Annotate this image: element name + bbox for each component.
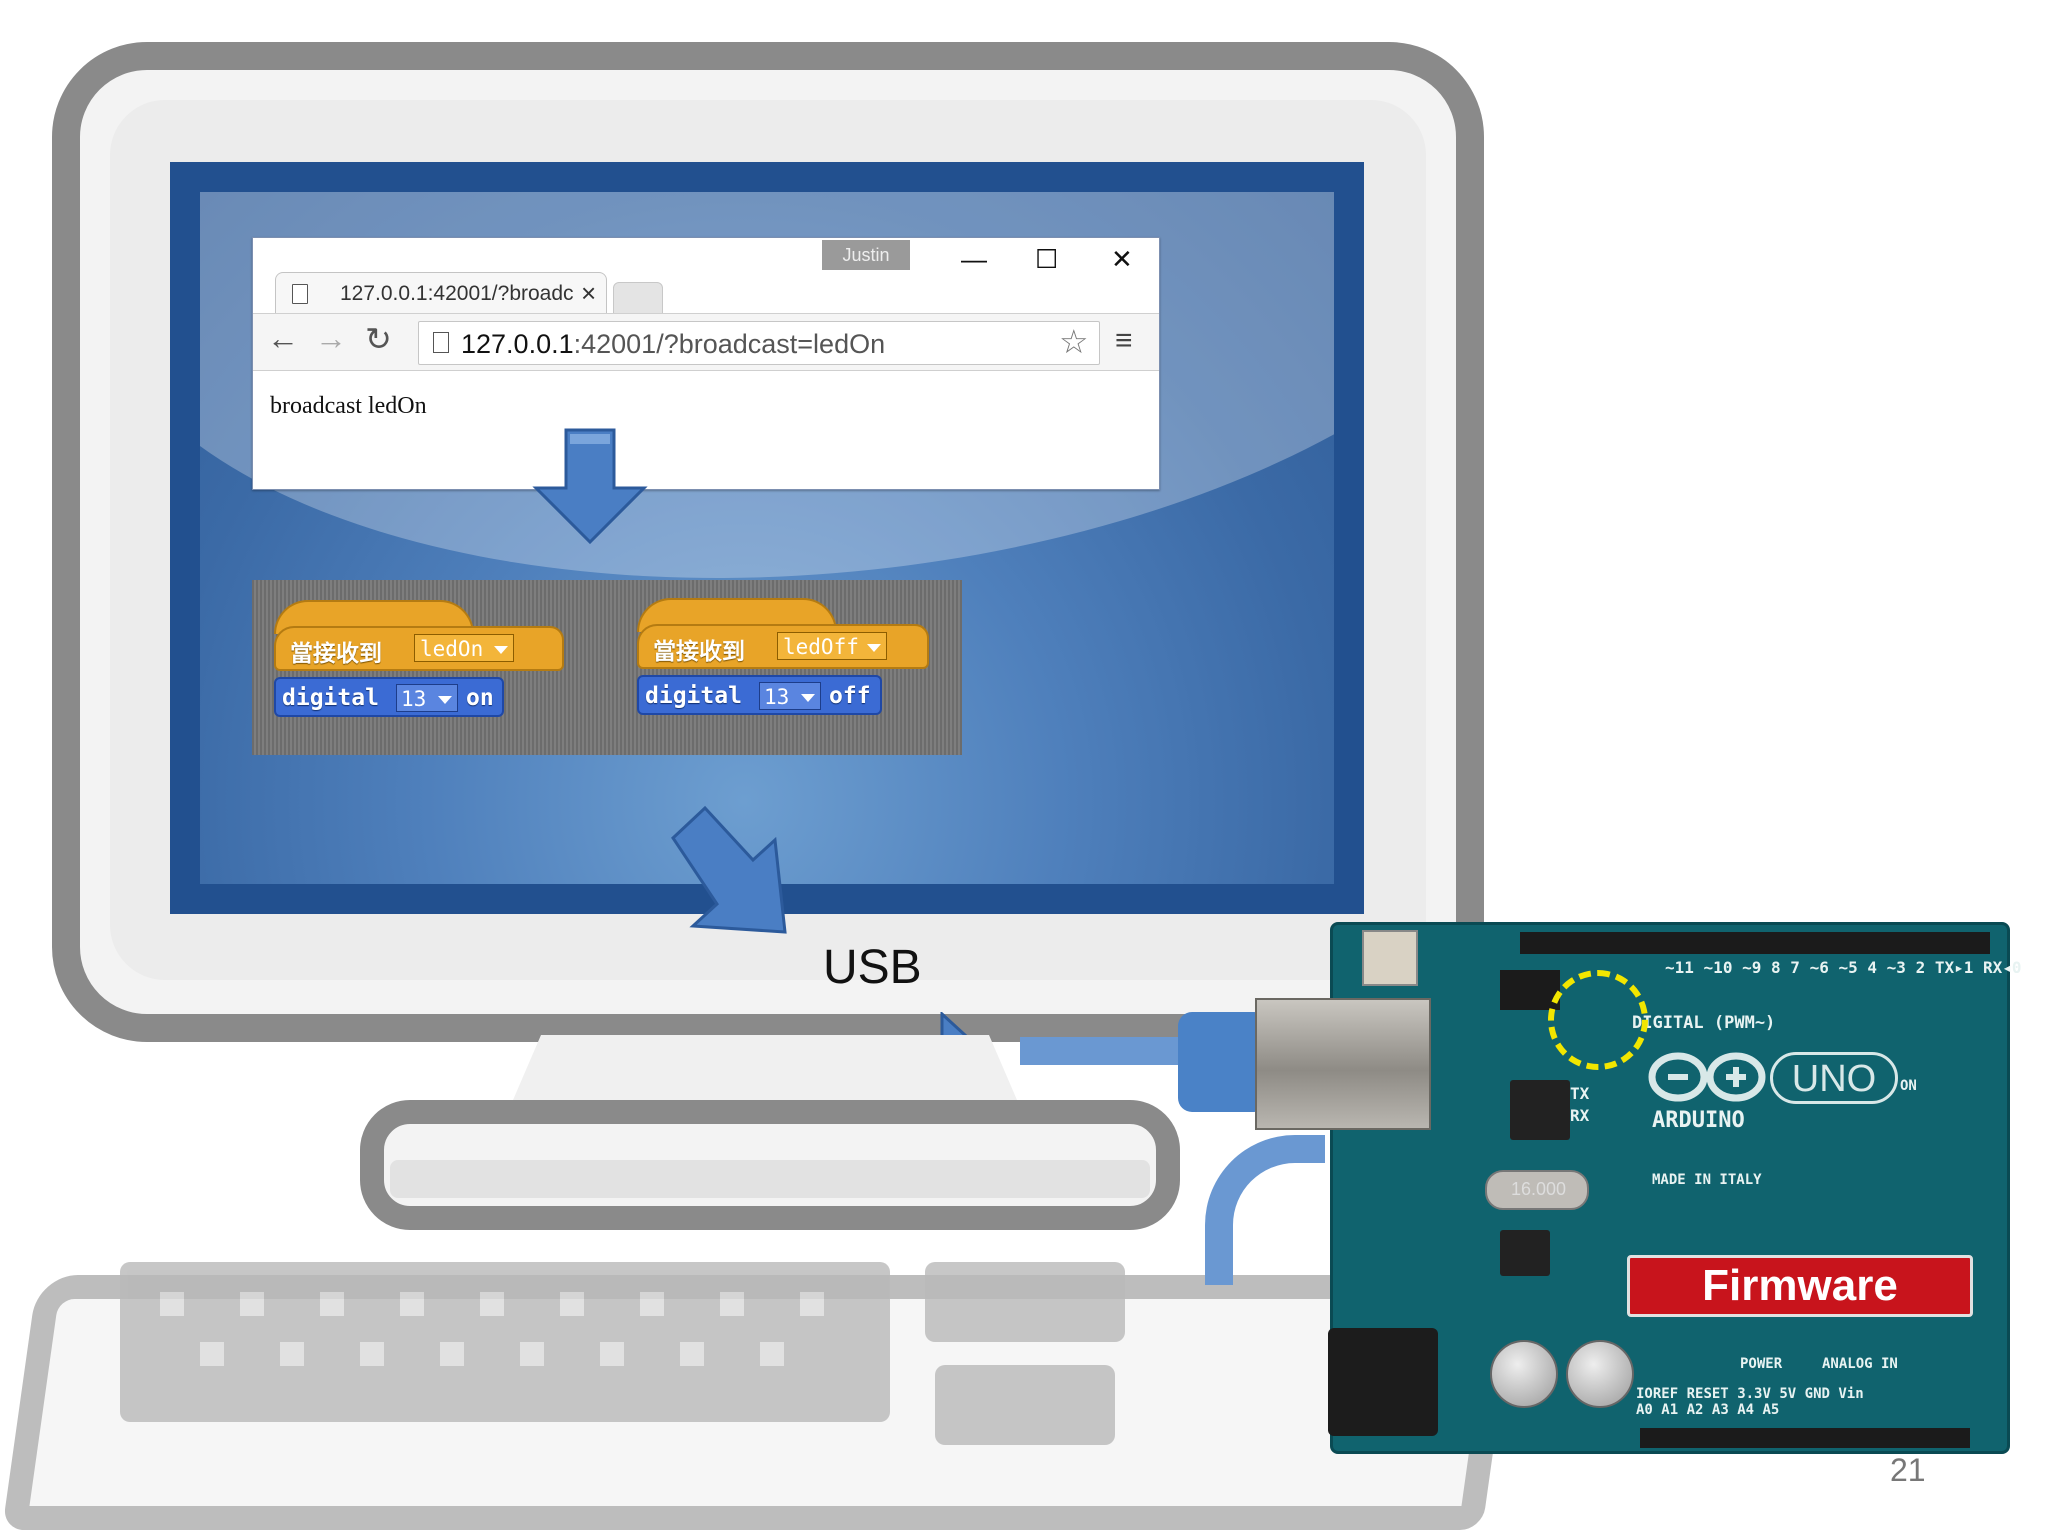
capacitor-icon [1490,1340,1558,1408]
reset-button [1362,930,1418,986]
top-pin-labels: ~11 ~10 ~9 8 7 ~6 ~5 4 ~3 2 TX▸1 RX◂0 [1665,958,2022,977]
when-receive-block[interactable]: 當接收到 ledOn [274,626,564,671]
usb-chip [1510,1080,1570,1140]
minimize-icon[interactable]: — [961,244,987,274]
browser-titlebar: 127.0.0.1:42001/?broadc × Justin — ☐ ✕ [253,238,1159,316]
power-jack [1328,1328,1438,1436]
regulator-chip [1500,1230,1550,1276]
uno-badge: UNO [1770,1052,1898,1104]
tab-title: 127.0.0.1:42001/?broadc [340,282,574,305]
message-dropdown[interactable]: ledOn [414,634,514,662]
monitor-base-strip [390,1160,1150,1198]
back-arrow-icon[interactable]: ← [267,320,299,356]
page-icon [433,332,449,353]
chevron-down-icon [867,644,881,652]
crystal-oscillator: 16.000 [1485,1170,1589,1210]
profile-badge[interactable]: Justin [822,240,910,270]
page-number: 21 [1890,1452,1926,1488]
browser-tab[interactable]: 127.0.0.1:42001/?broadc × [275,272,607,315]
usb-cable [1020,1037,1185,1065]
power-label: POWER [1740,1356,1783,1372]
browser-toolbar: ← → ↻ 127.0.0.1:42001/?broadcast=ledOn ☆… [253,313,1159,371]
down-arrow-icon [532,428,648,545]
state-label: off [829,683,871,709]
page-content: broadcast ledOn [270,393,427,419]
maximize-icon[interactable]: ☐ [1035,244,1059,274]
arduino-board [1330,922,2010,1454]
chevron-down-icon [801,694,815,702]
scratch-script-area: 當接收到 ledOn digital 13 on 當接收到 ledOff dig… [252,580,962,755]
rx-label: RX [1570,1106,1590,1125]
bottom-pin-labels: IOREF RESET 3.3V 5V GND Vin A0 A1 A2 A3 … [1636,1386,1864,1418]
address-text: 127.0.0.1:42001/?broadcast=ledOn [461,329,886,359]
on-led-label: ON [1900,1078,1917,1094]
reload-icon[interactable]: ↻ [365,321,392,357]
chevron-down-icon [438,696,452,704]
usb-plug [1178,1012,1268,1112]
bookmark-star-icon[interactable]: ☆ [1059,323,1089,360]
when-receive-label: 當接收到 [653,639,745,665]
digital-command-block[interactable]: digital 13 off [637,675,882,715]
message-dropdown[interactable]: ledOff [777,632,887,660]
browser-window: 127.0.0.1:42001/?broadc × Justin — ☐ ✕ ←… [252,237,1160,490]
digital-pwm-label: DIGITAL (PWM~) [1632,1013,1776,1033]
analog-header [1640,1428,1970,1448]
usb-label: USB [823,941,922,994]
tab-close-icon[interactable]: × [581,278,597,308]
address-bar[interactable]: 127.0.0.1:42001/?broadcast=ledOn ☆ [418,321,1100,365]
command-label: digital [282,685,379,711]
usb-cable-loop [1205,1135,1325,1285]
chevron-down-icon [494,646,508,654]
keyboard-main-keys [120,1262,890,1422]
when-receive-label: 當接收到 [290,641,382,667]
diagonal-arrow-icon [671,805,787,934]
made-in-label: MADE IN ITALY [1652,1172,1762,1188]
pin-dropdown[interactable]: 13 [759,682,821,710]
capacitor-icon [1566,1340,1634,1408]
keyboard-nav-keys [925,1262,1125,1342]
command-label: digital [645,683,742,709]
when-receive-block[interactable]: 當接收到 ledOff [637,624,929,669]
digital-header [1520,932,1990,954]
analog-in-label: ANALOG IN [1822,1356,1898,1372]
keyboard-arrow-keys [935,1365,1115,1445]
firmware-label: Firmware [1627,1255,1973,1317]
arduino-wordmark: ARDUINO [1652,1108,1745,1133]
usb-b-jack [1255,998,1431,1130]
menu-icon[interactable]: ≡ [1115,324,1133,357]
forward-arrow-icon[interactable]: → [315,320,347,356]
arduino-infinity-logo [1648,1052,1766,1102]
state-label: on [466,685,494,711]
new-tab-button[interactable] [613,282,663,316]
pin-dropdown[interactable]: 13 [396,684,458,712]
close-icon[interactable]: ✕ [1111,244,1133,274]
page-icon [292,284,308,304]
tx-label: TX [1570,1084,1590,1103]
digital-command-block[interactable]: digital 13 on [274,677,504,717]
led-highlight-circle [1548,970,1648,1070]
